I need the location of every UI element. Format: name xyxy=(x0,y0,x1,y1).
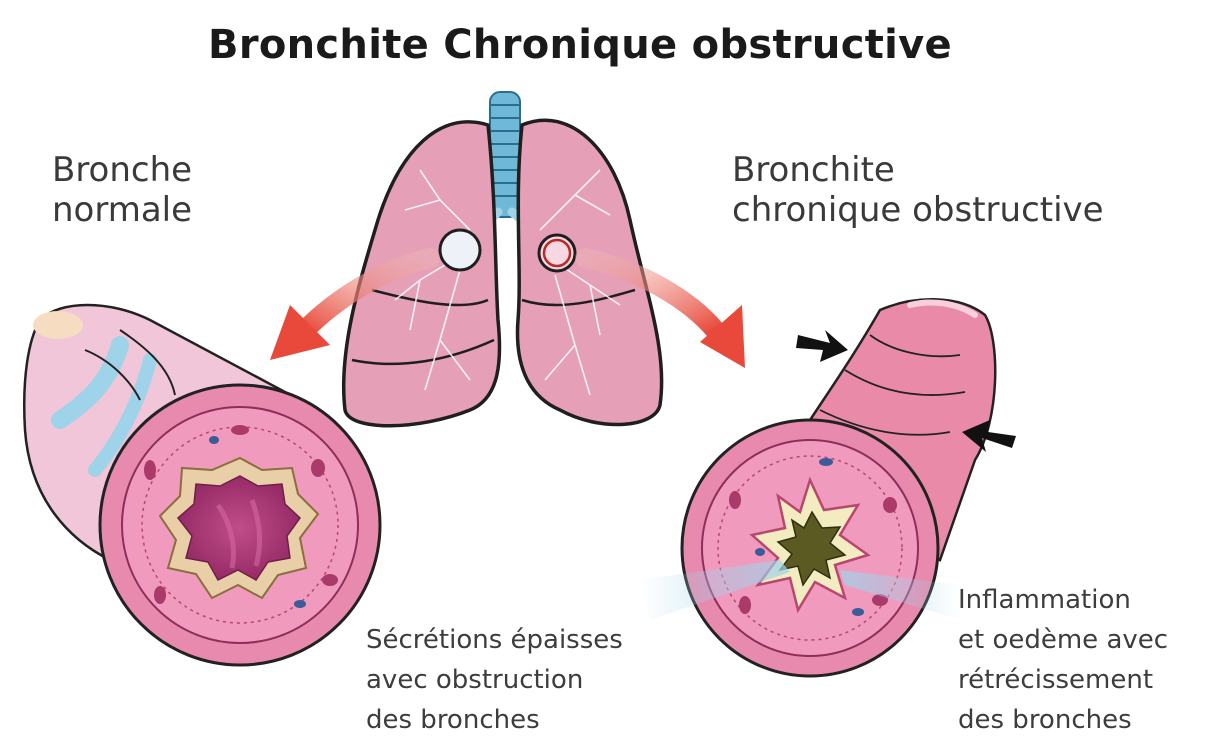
normal-bronchus-marker xyxy=(440,230,480,270)
caption-secretions-line-2: avec obstruction xyxy=(366,660,623,700)
page-title: Bronchite Chronique obstructive xyxy=(0,22,1160,68)
caption-secretions-line-3: des bronches xyxy=(366,700,623,740)
caption-secretions-line-1: Sécrétions épaisses xyxy=(366,620,623,660)
label-normal-line-2: normale xyxy=(52,190,192,230)
caption-inflammation-line-3: rétrécissement xyxy=(958,660,1168,700)
caption-inflammation-line-4: des bronches xyxy=(958,700,1168,740)
caption-inflammation-line-1: Inflammation xyxy=(958,580,1168,620)
obstructive-bronchus-section xyxy=(682,420,938,676)
label-normal-line-1: Bronche xyxy=(52,150,192,190)
caption-secretions: Sécrétions épaisses avec obstruction des… xyxy=(366,620,623,740)
caption-inflammation-line-2: et oedème avec xyxy=(958,620,1168,660)
normal-bronchus-section xyxy=(100,385,380,665)
label-obstructive-line-1: Bronchite xyxy=(732,150,1104,190)
label-obstructive-bronchitis: Bronchite chronique obstructive xyxy=(732,150,1104,230)
label-obstructive-line-2: chronique obstructive xyxy=(732,190,1104,230)
caption-inflammation: Inflammation et oedème avec rétrécisseme… xyxy=(958,580,1168,740)
label-normal-bronchus: Bronche normale xyxy=(52,150,192,230)
